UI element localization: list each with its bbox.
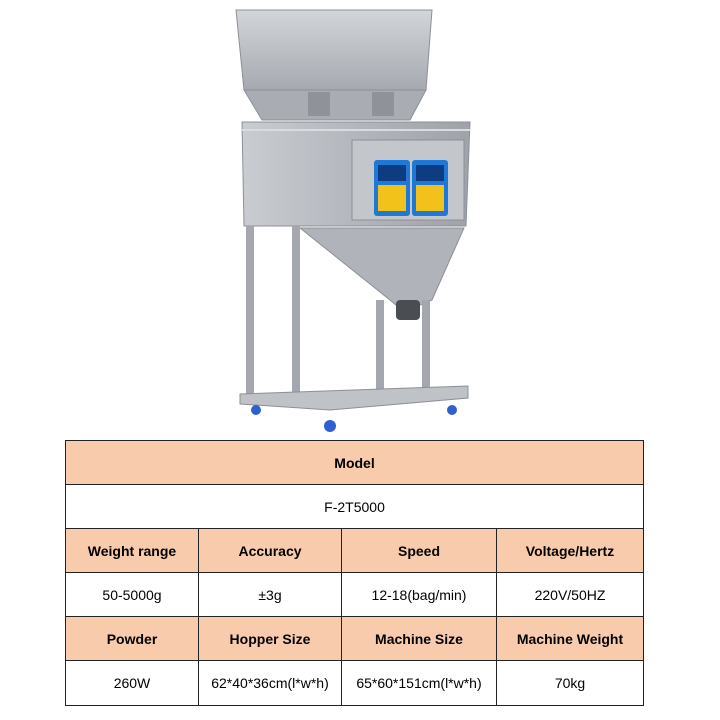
spec-table: Model F-2T5000 Weight range Accuracy Spe… [64, 440, 645, 706]
model-header: Model [64, 440, 645, 485]
header-machine-weight: Machine Weight [495, 616, 645, 661]
model-header-row: Model [64, 440, 645, 485]
product-image [235, 9, 471, 432]
value-accuracy: ±3g [198, 572, 342, 617]
value-weight-range: 50-5000g [65, 572, 199, 617]
value-voltage-hertz: 220V/50HZ [495, 572, 645, 617]
header-accuracy: Accuracy [198, 528, 342, 573]
value-machine-weight: 70kg [495, 660, 645, 706]
hopper [235, 9, 433, 121]
header-hopper-size: Hopper Size [198, 616, 342, 661]
header-powder: Powder [65, 616, 199, 661]
header-weight-range: Weight range [65, 528, 199, 573]
value-powder: 260W [65, 660, 199, 706]
value-hopper-size: 62*40*36cm(l*w*h) [198, 660, 342, 706]
control-panel-left [374, 160, 410, 216]
discharge-funnel [298, 227, 465, 320]
value-speed: 12-18(bag/min) [341, 572, 497, 617]
value-machine-size: 65*60*151cm(l*w*h) [341, 660, 497, 706]
header-machine-size: Machine Size [341, 616, 497, 661]
model-value: F-2T5000 [64, 484, 645, 529]
model-value-row: F-2T5000 [64, 484, 645, 529]
spec-header-row-1: Weight range Accuracy Speed Voltage/Hert… [65, 528, 645, 573]
spec-value-row-2: 260W 62*40*36cm(l*w*h) 65*60*151cm(l*w*h… [65, 660, 645, 706]
spec-value-row-1: 50-5000g ±3g 12-18(bag/min) 220V/50HZ [65, 572, 645, 617]
frame-legs [246, 226, 430, 402]
header-voltage-hertz: Voltage/Hertz [495, 528, 645, 573]
base-shelf [239, 385, 469, 411]
control-panel-right [412, 160, 448, 216]
caster-wheels [251, 405, 457, 432]
spec-header-row-2: Powder Hopper Size Machine Size Machine … [65, 616, 645, 661]
header-speed: Speed [341, 528, 497, 573]
